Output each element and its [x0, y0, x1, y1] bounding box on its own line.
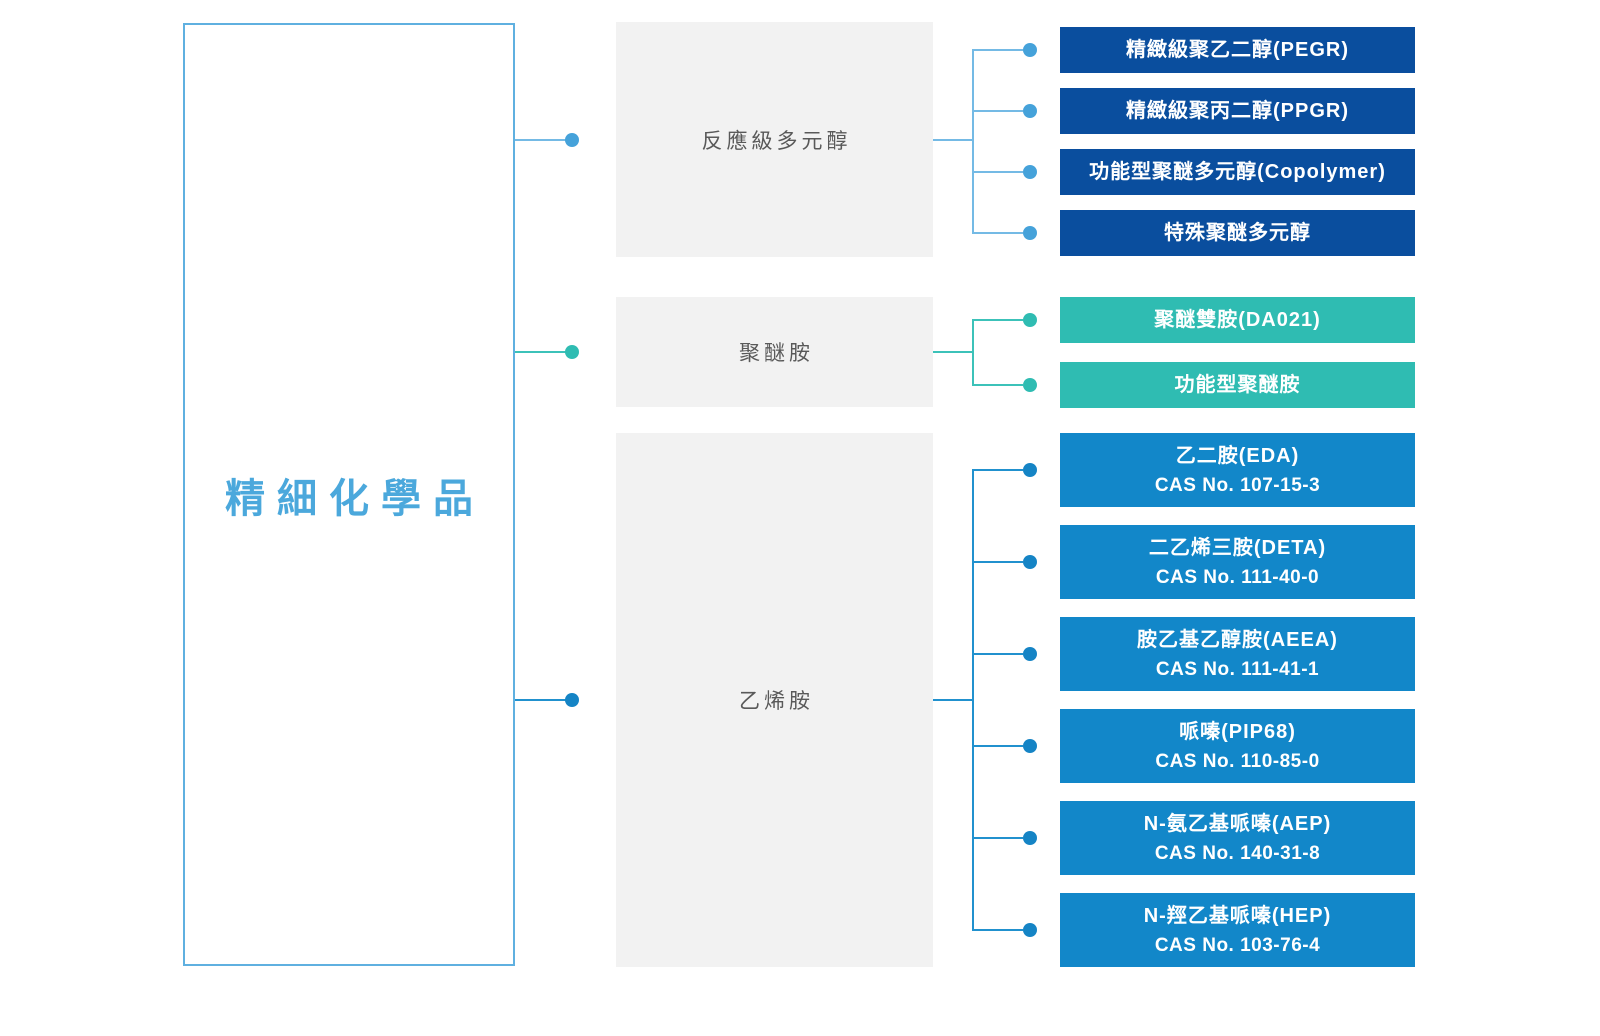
- connector-line: [973, 171, 1023, 173]
- group-box-ethyleneamine: 乙烯胺: [616, 433, 933, 967]
- connector-dot: [1023, 226, 1037, 240]
- product-cas-number: CAS No. 110-85-0: [1155, 750, 1320, 772]
- connector-line: [515, 351, 566, 353]
- connector-line: [973, 469, 1023, 471]
- connector-trunk: [972, 49, 974, 234]
- connector-line: [933, 351, 973, 353]
- product-label: 二乙烯三胺(DETA): [1148, 536, 1327, 559]
- product-label: 精緻級聚乙二醇(PEGR): [1126, 39, 1349, 61]
- product-box-ppgr[interactable]: 精緻級聚丙二醇(PPGR): [1060, 88, 1415, 134]
- product-label: 特殊聚醚多元醇: [1164, 222, 1311, 244]
- connector-dot: [1023, 647, 1037, 661]
- connector-dot: [1023, 831, 1037, 845]
- product-box-deta[interactable]: 二乙烯三胺(DETA) CAS No. 111-40-0: [1060, 525, 1415, 599]
- connector-dot: [1023, 739, 1037, 753]
- product-box-pegr[interactable]: 精緻級聚乙二醇(PEGR): [1060, 27, 1415, 73]
- group-box-reactive-polyols: 反應級多元醇: [616, 22, 933, 257]
- connector-dot: [1023, 923, 1037, 937]
- connector-dot: [1023, 104, 1037, 118]
- group-box-polyetheramine: 聚醚胺: [616, 297, 933, 407]
- connector-line: [933, 699, 973, 701]
- connector-line: [973, 561, 1023, 563]
- product-label: 精緻級聚丙二醇(PPGR): [1126, 100, 1349, 122]
- connector-dot: [565, 133, 579, 147]
- product-label: N-羥乙基哌嗪(HEP): [1143, 904, 1332, 927]
- group-label: 反應級多元醇: [701, 129, 852, 153]
- connector-trunk: [972, 319, 974, 386]
- connector-dot: [1023, 43, 1037, 57]
- product-label: 功能型聚醚多元醇(Copolymer): [1089, 161, 1386, 183]
- product-cas-number: CAS No. 103-76-4: [1154, 934, 1321, 956]
- connector-dot: [1023, 555, 1037, 569]
- group-label: 聚醚胺: [739, 342, 814, 365]
- connector-line: [973, 837, 1023, 839]
- product-label: 胺乙基乙醇胺(AEEA): [1137, 628, 1338, 651]
- connector-line: [933, 139, 973, 141]
- product-box-pip68[interactable]: 哌嗪(PIP68) CAS No. 110-85-0: [1060, 709, 1415, 783]
- connector-line: [973, 653, 1023, 655]
- connector-trunk: [972, 469, 974, 931]
- connector-line: [973, 929, 1023, 931]
- connector-line: [973, 110, 1023, 112]
- product-box-special-polyether-polyol[interactable]: 特殊聚醚多元醇: [1060, 210, 1415, 256]
- product-box-aep[interactable]: N-氨乙基哌嗪(AEP) CAS No. 140-31-8: [1060, 801, 1415, 875]
- product-label: 聚醚雙胺(DA021): [1154, 309, 1321, 331]
- connector-line: [973, 49, 1023, 51]
- connector-dot: [1023, 378, 1037, 392]
- product-label: 哌嗪(PIP68): [1179, 720, 1296, 743]
- product-label: 乙二胺(EDA): [1175, 444, 1300, 467]
- connector-line: [515, 139, 566, 141]
- connector-line: [973, 319, 1023, 321]
- connector-dot: [1023, 165, 1037, 179]
- product-box-copolymer[interactable]: 功能型聚醚多元醇(Copolymer): [1060, 149, 1415, 195]
- connector-dot: [565, 345, 579, 359]
- product-cas-number: CAS No. 107-15-3: [1154, 474, 1321, 496]
- product-box-functional-polyetheramine[interactable]: 功能型聚醚胺: [1060, 362, 1415, 408]
- product-box-hep[interactable]: N-羥乙基哌嗪(HEP) CAS No. 103-76-4: [1060, 893, 1415, 967]
- product-box-eda[interactable]: 乙二胺(EDA) CAS No. 107-15-3: [1060, 433, 1415, 507]
- product-label: N-氨乙基哌嗪(AEP): [1143, 812, 1332, 835]
- product-cas-number: CAS No. 140-31-8: [1154, 842, 1321, 864]
- connector-dot: [1023, 313, 1037, 327]
- connector-dot: [565, 693, 579, 707]
- product-label: 功能型聚醚胺: [1174, 374, 1301, 396]
- product-cas-number: CAS No. 111-40-0: [1155, 566, 1320, 588]
- product-box-aeea[interactable]: 胺乙基乙醇胺(AEEA) CAS No. 111-41-1: [1060, 617, 1415, 691]
- root-category-box: 精細化學品: [183, 23, 515, 966]
- root-category-label: 精細化學品: [225, 476, 485, 521]
- connector-dot: [1023, 463, 1037, 477]
- product-cas-number: CAS No. 111-41-1: [1155, 658, 1320, 680]
- connector-line: [973, 384, 1023, 386]
- group-label: 乙烯胺: [739, 690, 814, 713]
- product-box-da021[interactable]: 聚醚雙胺(DA021): [1060, 297, 1415, 343]
- connector-line: [973, 745, 1023, 747]
- connector-line: [973, 232, 1023, 234]
- connector-line: [515, 699, 566, 701]
